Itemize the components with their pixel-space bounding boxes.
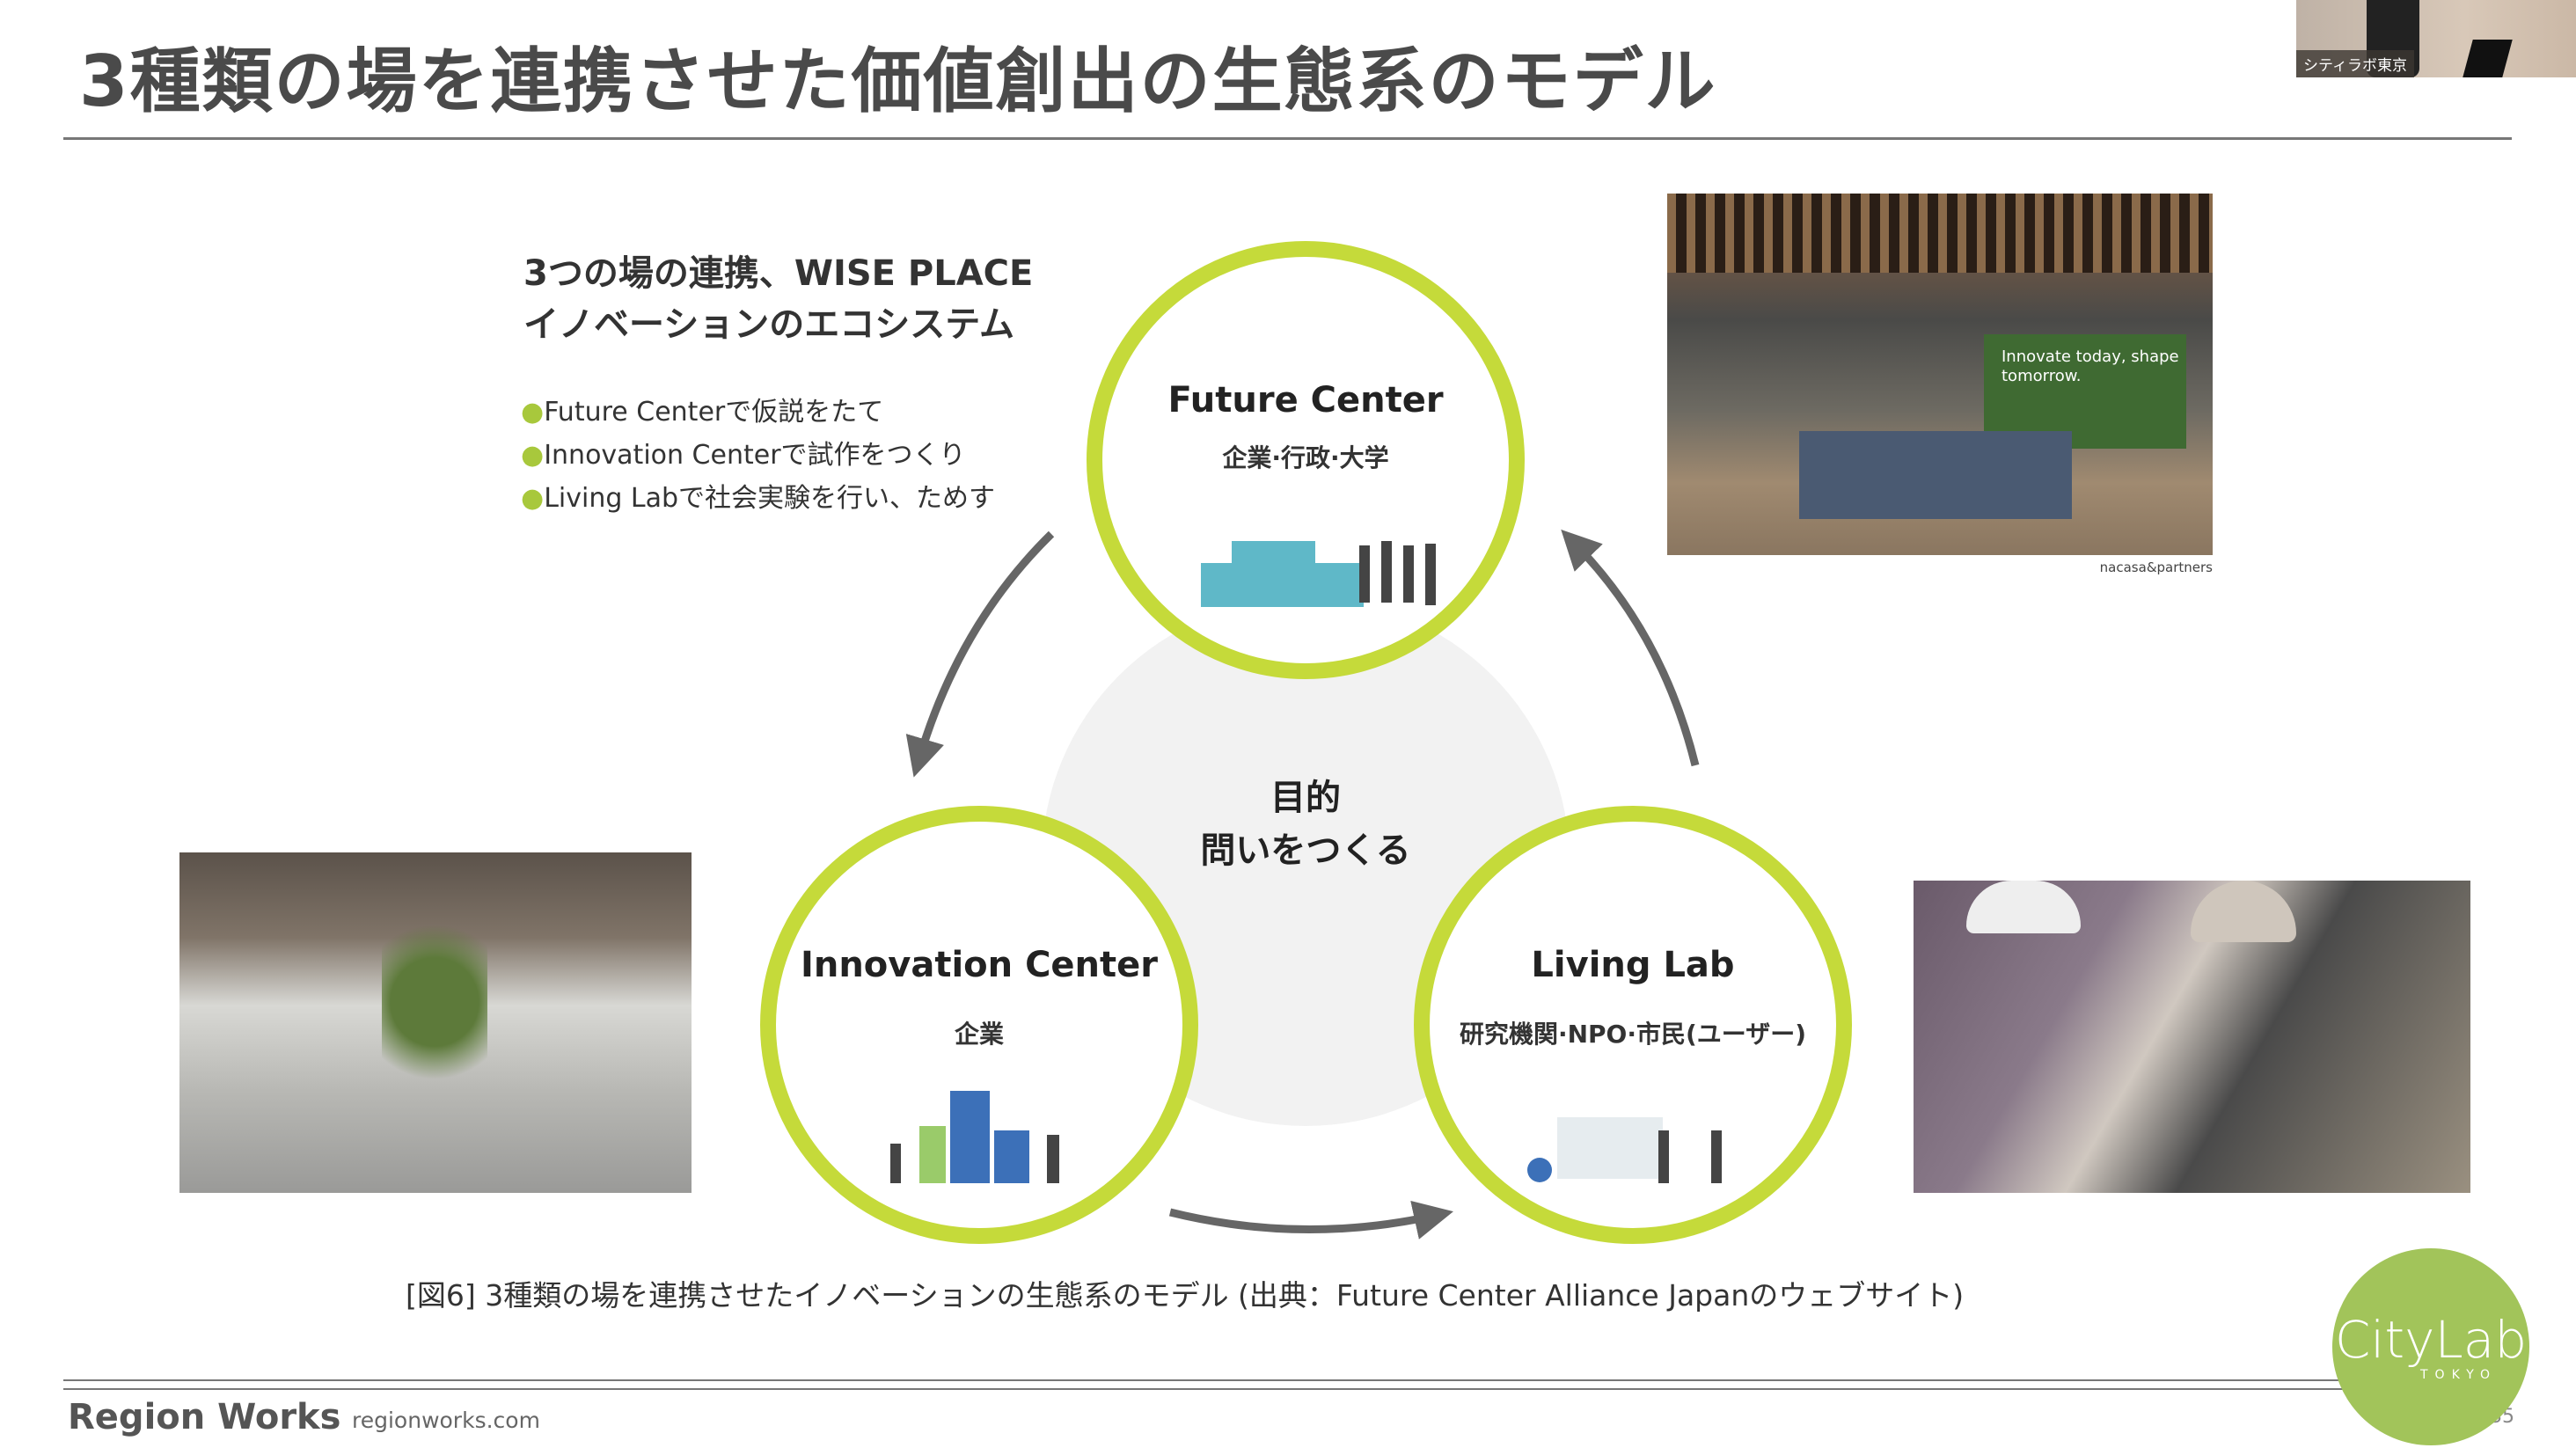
meeting-table <box>1799 431 2072 519</box>
figure-caption: [図6] 3種類の場を連携させたイノベーションの生態系のモデル (出典：Futu… <box>406 1278 1965 1313</box>
living-lab-subtitle: 研究機関·NPO·市民(ユーザー) <box>1460 1020 1806 1049</box>
webcam-label: シティラボ東京 <box>2296 50 2414 77</box>
webcam-thumbnail[interactable]: シティラボ東京 <box>2296 0 2576 77</box>
photo-credit: nacasa&partners <box>2099 559 2213 575</box>
innovation-center-photo <box>179 852 692 1193</box>
bullet-dot-icon: ● <box>521 483 545 514</box>
atrium-tree <box>382 905 487 1099</box>
intro-heading: 3つの場の連携、WISE PLACE イノベーションのエコシステム <box>523 248 1033 350</box>
title-divider <box>63 137 2512 140</box>
green-wall: Innovate today, shape tomorrow. <box>1984 334 2186 449</box>
building-people-icon <box>1201 541 1436 607</box>
innovation-center-subtitle: 企業 <box>955 1020 1004 1049</box>
knit-cap <box>2191 881 2296 942</box>
city-buildings-icon <box>890 1091 1059 1183</box>
white-cap <box>1966 881 2081 933</box>
future-center-subtitle: 企業·行政·大学 <box>1222 443 1388 472</box>
slide-title: 3種類の場を連携させた価値創出の生態系のモデル <box>79 40 1717 122</box>
bullet-item: ●Future Centerで仮説をたて <box>521 397 884 428</box>
community-people-icon <box>1527 1117 1722 1183</box>
circle-future-center: Future Center 企業·行政·大学 <box>1087 241 1525 679</box>
footer-divider-bottom <box>63 1388 2351 1390</box>
bullet-list: ●Future Centerで仮説をたて ●Innovation Centerで… <box>521 391 995 520</box>
arrow-innovation-to-living <box>1168 1200 1453 1240</box>
intro-heading-line1: 3つの場の連携、WISE PLACE <box>523 253 1034 294</box>
center-label-line2: 問いをつくる <box>1200 830 1410 871</box>
circle-living-lab: Living Lab 研究機関·NPO·市民(ユーザー) <box>1414 806 1852 1244</box>
arrow-living-to-future <box>1561 529 1700 767</box>
living-lab-photo <box>1914 881 2470 1193</box>
bullet-item: ●Living Labで社会実験を行い、ためす <box>521 483 996 514</box>
photo-sign-text: Innovate today, shape tomorrow. <box>2002 347 2179 385</box>
future-center-title: Future Center <box>1167 380 1443 421</box>
circle-innovation-center: Innovation Center 企業 <box>760 806 1198 1244</box>
center-label-line1: 目的 <box>1270 778 1341 818</box>
bullet-item: ●Innovation Centerで試作をつくり <box>521 440 966 471</box>
footer-divider-top <box>63 1379 2351 1381</box>
innovation-center-title: Innovation Center <box>801 945 1158 985</box>
bullet-dot-icon: ● <box>521 440 545 471</box>
intro-heading-line2: イノベーションのエコシステム <box>523 304 1014 345</box>
bullet-dot-icon: ● <box>521 397 545 428</box>
footer-brand: Region Works <box>68 1397 341 1437</box>
logo-name: CityLab <box>2334 1310 2528 1370</box>
future-center-photo: Innovate today, shape tomorrow. <box>1667 194 2213 555</box>
logo-sub: TOKYO <box>2420 1368 2498 1382</box>
ceiling-slats <box>1667 194 2213 273</box>
living-lab-title: Living Lab <box>1531 945 1734 985</box>
citylab-tokyo-logo: CityLab TOKYO <box>2332 1248 2529 1445</box>
footer-url[interactable]: regionworks.com <box>352 1408 540 1433</box>
arrow-future-to-innovation <box>905 530 1055 778</box>
